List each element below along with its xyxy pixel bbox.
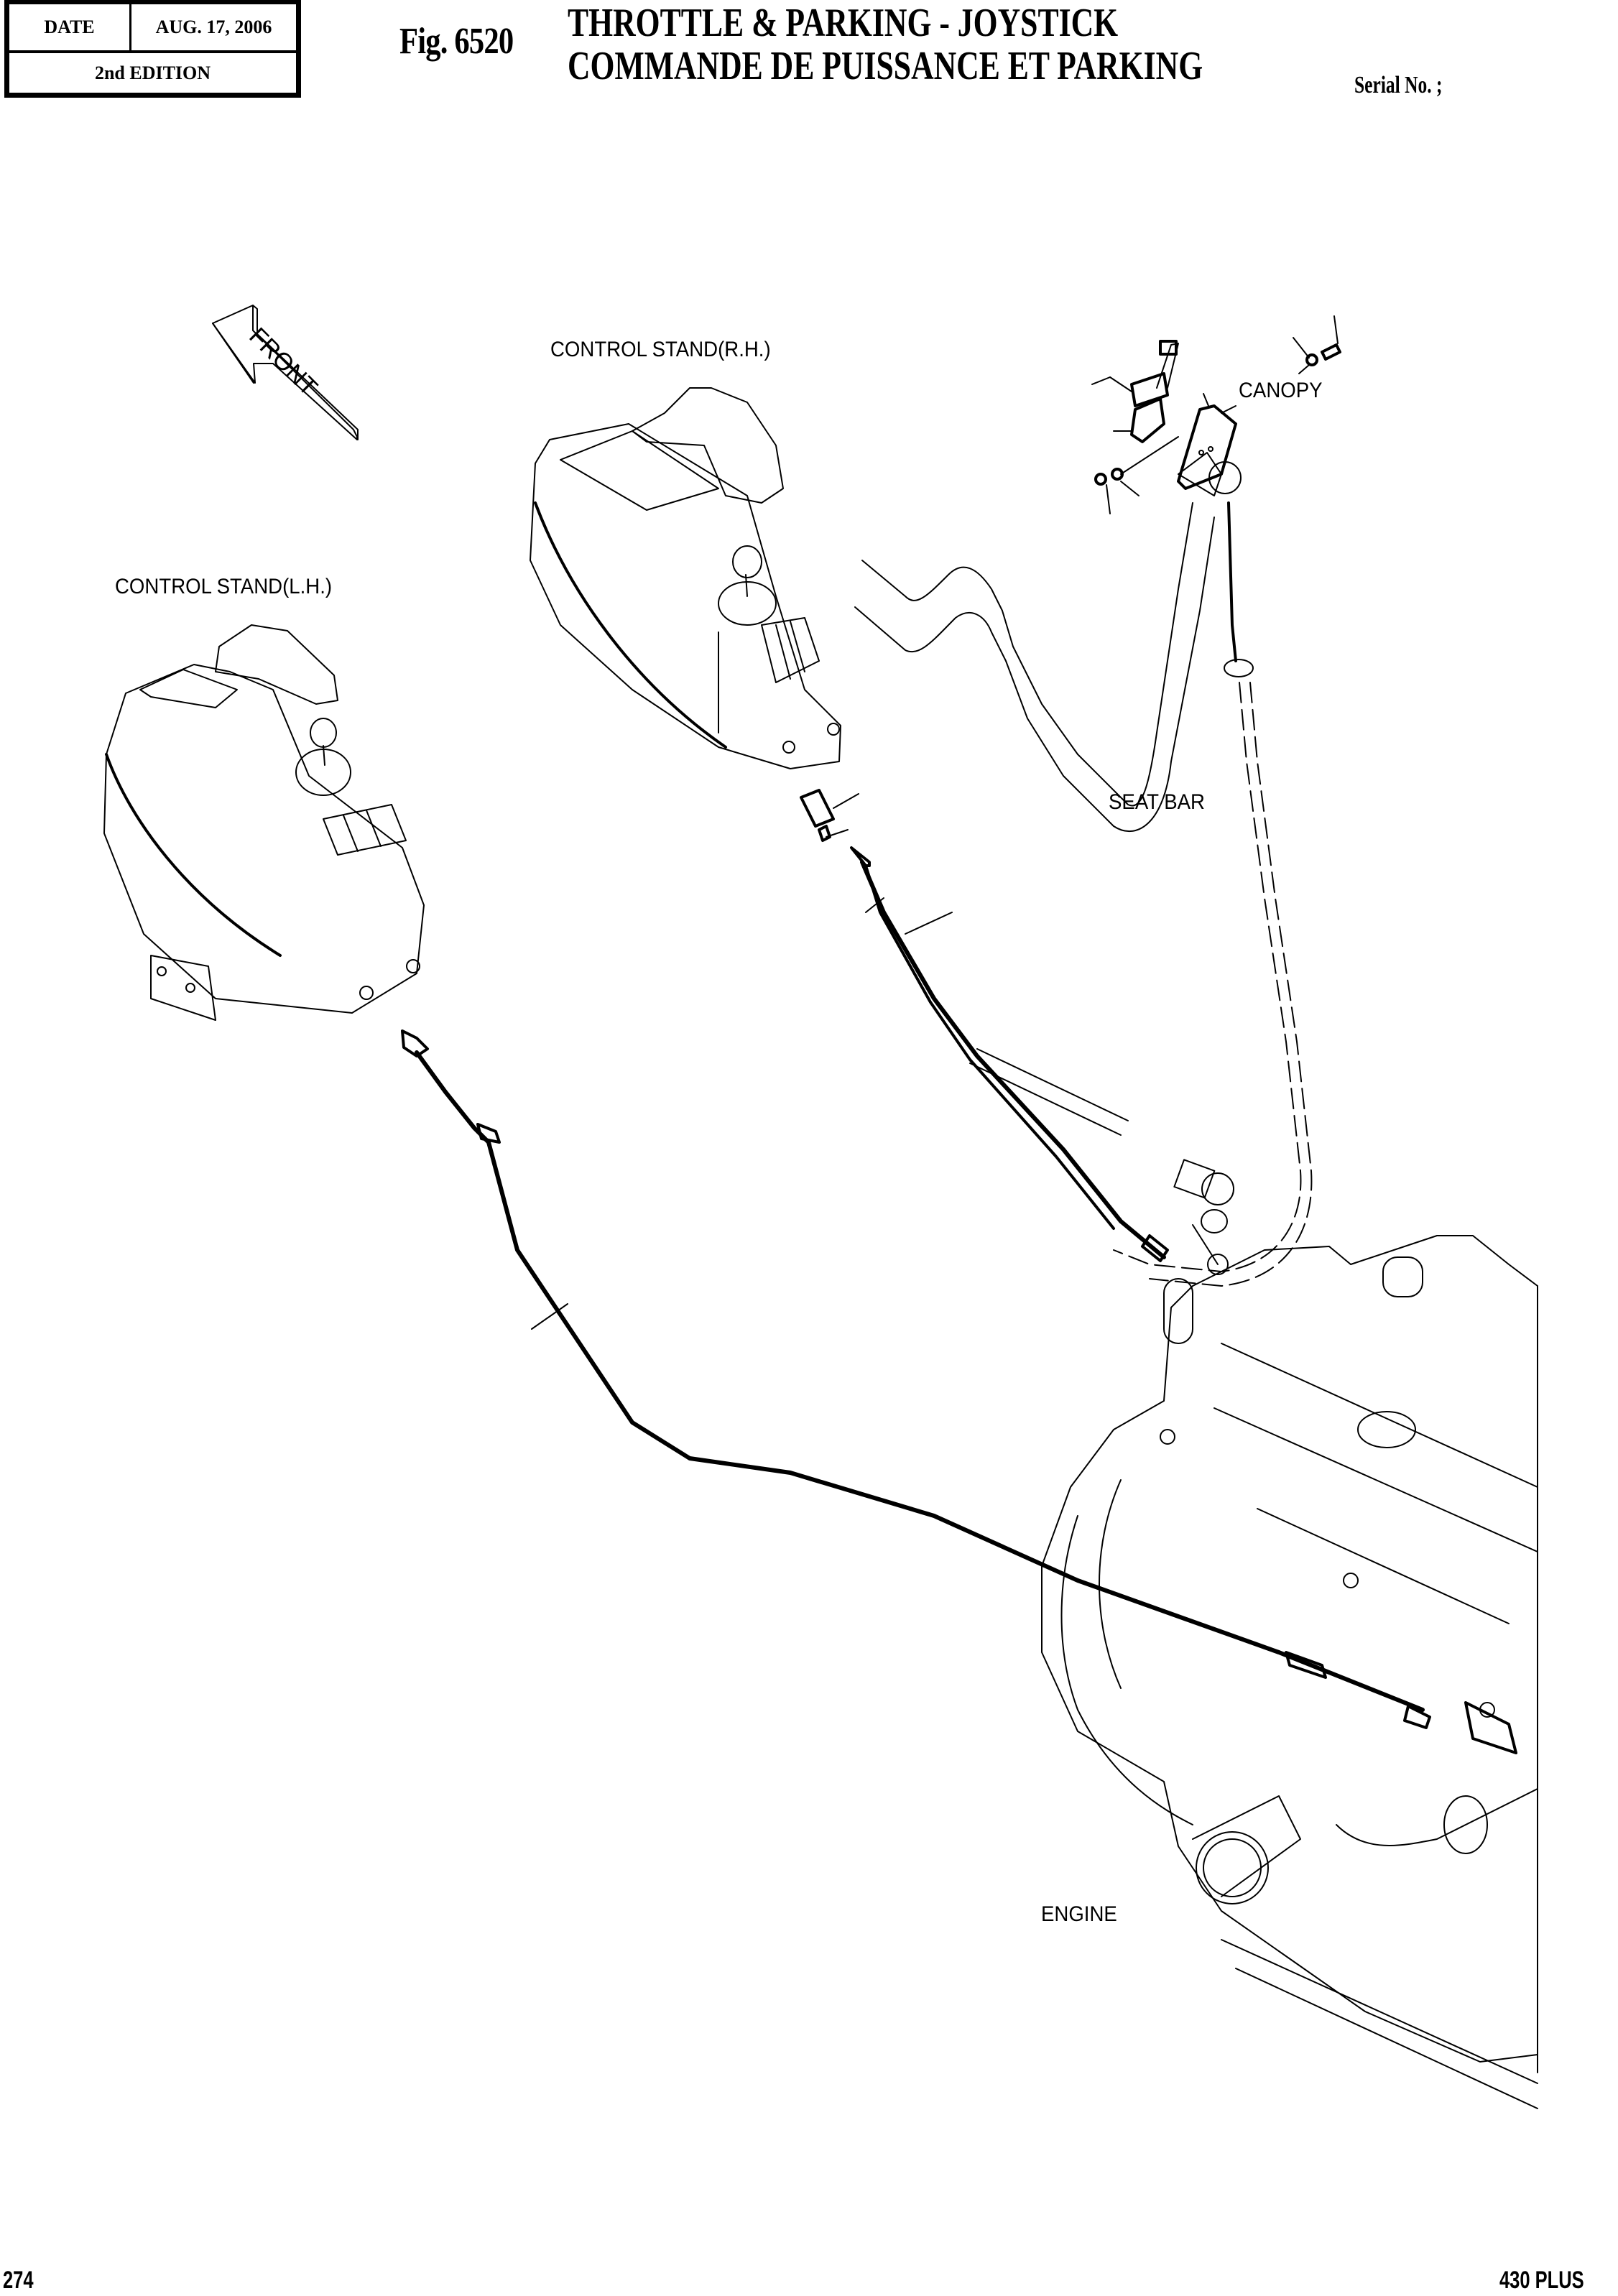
page-number: 274 bbox=[3, 2267, 34, 2294]
label-control-stand-rh: CONTROL STAND(R.H.) bbox=[550, 338, 771, 361]
control-stand-rh bbox=[530, 387, 841, 769]
control-stand-lh bbox=[103, 624, 425, 1021]
front-arrow-label: FRONT bbox=[244, 323, 323, 402]
label-engine: ENGINE bbox=[1041, 1902, 1117, 1926]
date-value: AUG. 17, 2006 bbox=[155, 17, 272, 37]
label-control-stand-lh: CONTROL STAND(L.H.) bbox=[115, 575, 333, 598]
canopy-switch-assembly bbox=[1091, 315, 1341, 514]
date-row: DATE AUG. 17, 2006 bbox=[9, 4, 296, 53]
throttle-cable-lh bbox=[401, 1029, 1431, 1729]
leader-lines bbox=[905, 912, 953, 935]
title-english: THROTTLE & PARKING - JOYSTICK bbox=[568, 1, 1119, 45]
seat-interlock-cable bbox=[1113, 501, 1313, 1287]
date-label: DATE bbox=[9, 4, 131, 50]
serial-number: Serial No. ; bbox=[1354, 72, 1443, 98]
figure-number: Fig. 6520 bbox=[399, 21, 514, 62]
label-seat-bar: SEAT BAR bbox=[1109, 790, 1205, 814]
parking-cable-rh bbox=[800, 789, 1169, 1262]
label-canopy: CANOPY bbox=[1239, 379, 1323, 402]
seat-bar bbox=[854, 452, 1242, 833]
edition-label: 2nd EDITION bbox=[94, 62, 211, 83]
title-french: COMMANDE DE PUISSANCE ET PARKING bbox=[568, 44, 1203, 88]
engine bbox=[1041, 1235, 1538, 2109]
front-arrow-icon: FRONT bbox=[212, 305, 359, 440]
model-name: 430 PLUS bbox=[1499, 2267, 1584, 2294]
revision-box: DATE AUG. 17, 2006 2nd EDITION bbox=[4, 0, 301, 98]
parking-lever-linkage bbox=[969, 1048, 1234, 1275]
